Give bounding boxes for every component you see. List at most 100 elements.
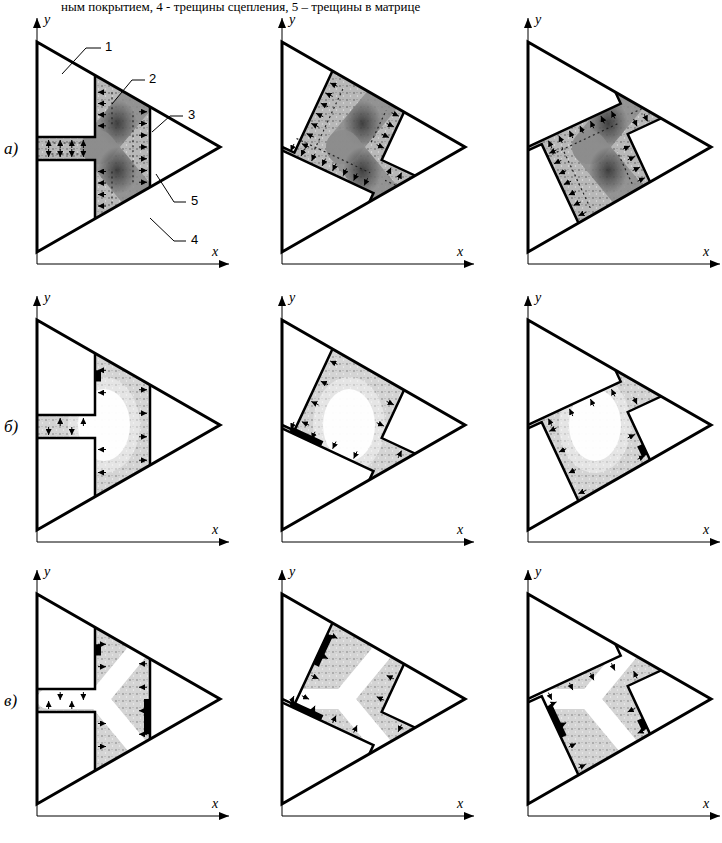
stress-arrow — [590, 673, 593, 680]
x-axis — [282, 816, 474, 817]
coating — [144, 699, 150, 734]
stress-arrow — [333, 442, 336, 449]
cell-outline — [528, 594, 711, 804]
stress-arrow — [98, 92, 106, 93]
stress-arrow — [71, 140, 72, 148]
stress-arrow — [139, 158, 147, 159]
axis-label: x — [456, 796, 464, 811]
row-label: б) — [4, 418, 18, 437]
x-axis — [528, 542, 720, 543]
stress-arrow — [322, 159, 325, 166]
stress-arrow — [139, 413, 147, 414]
composite-cell — [0, 0, 290, 344]
crack-line — [385, 180, 396, 185]
composite-cell — [435, 0, 722, 360]
crack-line — [132, 112, 133, 183]
crack-line — [49, 142, 84, 143]
coating — [95, 370, 101, 381]
stress-arrow — [98, 723, 106, 724]
stress-arrow — [343, 168, 346, 175]
composite-cell — [0, 499, 290, 843]
axis-label: x — [456, 522, 464, 537]
axis-label: x — [702, 244, 710, 259]
stress-arrow — [549, 702, 556, 705]
stress-arrow — [302, 422, 309, 425]
stress-arrow — [83, 692, 84, 700]
stress-arrow — [139, 147, 147, 148]
axis-label: x — [702, 796, 710, 811]
stress-arrow — [644, 114, 647, 121]
x-axis — [37, 542, 229, 543]
fiber — [0, 225, 95, 415]
axis-label: y — [288, 564, 296, 579]
stress-zone — [98, 147, 137, 194]
stress-arrow — [569, 131, 572, 138]
stress-arrow — [98, 183, 106, 184]
stress-arrow — [377, 423, 384, 426]
stress-arrow — [48, 701, 49, 709]
stress-arrow — [48, 427, 49, 435]
axis-label: y — [43, 290, 51, 305]
stress-arrow — [377, 145, 384, 148]
stress-arrow — [354, 451, 357, 458]
coating — [291, 703, 323, 718]
stress-arrow — [377, 697, 384, 700]
stress-arrow — [83, 418, 84, 426]
fiber — [628, 627, 722, 771]
composite-cell — [189, 483, 548, 843]
stress-arrow — [60, 149, 61, 157]
stress-arrow — [611, 389, 614, 396]
stress-arrow — [139, 111, 147, 112]
crack-line — [297, 139, 371, 173]
axis-label: y — [534, 564, 542, 579]
stress-arrow — [590, 399, 593, 406]
stress-arrow — [139, 182, 147, 183]
stress-arrow — [311, 675, 318, 678]
stress-arrow — [139, 135, 147, 136]
axis-label: x — [211, 244, 219, 259]
stress-arrow — [98, 125, 106, 126]
stress-arrow — [559, 449, 566, 452]
stress-arrow — [98, 449, 106, 450]
axis-label: y — [534, 12, 542, 27]
stress-arrow — [548, 693, 551, 700]
crack-line — [562, 147, 591, 210]
stress-arrow — [569, 470, 576, 473]
stress-arrow — [139, 687, 147, 688]
stress-arrow — [302, 696, 309, 699]
axis-label: y — [288, 12, 296, 27]
stress-arrow — [578, 212, 585, 215]
stress-arrow — [634, 119, 637, 126]
unloaded-zone — [589, 699, 628, 746]
x-axis — [37, 264, 229, 265]
stress-arrow — [330, 83, 337, 86]
stress-arrow — [628, 709, 635, 712]
stress-arrow — [301, 149, 304, 156]
axis-label: x — [456, 244, 464, 259]
stress-arrow — [325, 93, 332, 96]
stress-arrow — [569, 409, 572, 416]
stress-arrow — [387, 401, 394, 404]
stress-arrow — [60, 692, 61, 700]
stress-arrow — [98, 114, 106, 115]
x-axis — [528, 816, 720, 817]
cell-outline — [37, 320, 220, 530]
stress-arrow — [333, 716, 336, 723]
callout-number: 5 — [190, 194, 199, 208]
x-axis — [37, 816, 229, 817]
cell-outline — [37, 42, 220, 252]
callout-number: 2 — [148, 72, 157, 86]
leader-line — [156, 174, 186, 202]
fiber — [628, 75, 722, 219]
stress-arrow — [98, 392, 106, 393]
stress-arrow — [98, 206, 106, 207]
stress-arrow — [569, 744, 576, 747]
stress-arrow — [554, 160, 561, 163]
cell-outline — [528, 42, 711, 252]
stress-arrow — [139, 170, 147, 171]
stress-arrow — [634, 671, 637, 678]
cell-outline — [282, 320, 465, 530]
stress-arrow — [311, 401, 318, 404]
coating — [640, 445, 645, 456]
